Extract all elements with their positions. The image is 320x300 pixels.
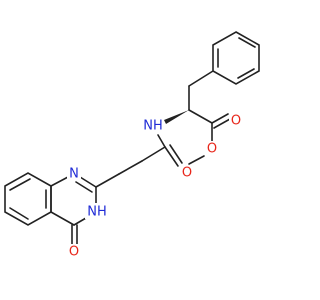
c4a-c4 [50,211,75,226]
c2-n1-b [75,181,93,193]
nh-quinazoline-bg [85,203,109,219]
o-ester-carbonyl-bg [229,113,243,127]
background [0,0,300,300]
o-ester-ether: O [207,142,217,157]
amide-and-linker [95,134,183,188]
o-ester-ether-bg [205,141,219,155]
o-methyl [188,155,205,165]
c4-n3 [73,217,87,226]
molecule-diagram: O O NH O N NH O [0,0,300,300]
benzo-double-2 [9,207,29,220]
cester-o-double-b [213,118,231,129]
ch2-c2 [95,173,120,188]
o-amide-bg [180,165,194,179]
o-amide: O [182,166,192,181]
benzo-ring [4,172,52,226]
quinazolinone-bonds [4,172,97,246]
n1-c8a [50,176,69,187]
cester-o-double-a [211,113,229,124]
phenyl-double-2 [237,68,255,79]
o-quinazolinone: O [69,245,79,260]
nh-quinazoline: NH [87,205,107,220]
atom-labels: O O NH O N NH O [67,113,243,260]
nh-to-amide-c [157,134,166,148]
structure-drawing: O O NH O N NH O [0,0,300,300]
o-ester-carbonyl: O [231,114,241,129]
amide-c-o-2 [169,144,183,164]
ch2-ch2 [118,160,143,175]
n-quinazoline-bg [67,166,81,180]
phenyl-ch2 [188,70,214,87]
o-quinazolinone-bg [67,244,81,258]
amide-c-o-1 [164,146,179,167]
stereo-wedge [164,110,189,124]
nh-amide: NH [143,119,163,134]
bonds [188,31,260,165]
calpha-cester [188,109,213,124]
c2-n1-a [79,176,97,188]
phenyl-double-1 [238,37,256,48]
phenyl-ring-outline [212,31,260,85]
amide-c-ch2 [141,146,166,162]
benzo-double-1 [9,178,31,191]
nh-amide-bg [142,117,164,133]
n-quinazoline: N [69,167,79,182]
